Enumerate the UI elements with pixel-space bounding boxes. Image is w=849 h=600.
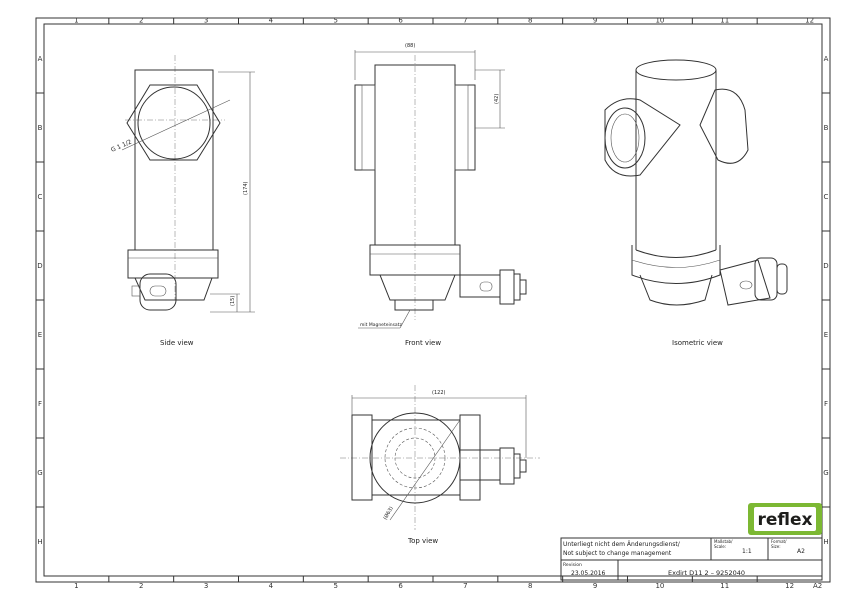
row-label: C <box>38 193 43 201</box>
column-label: 8 <box>528 582 532 590</box>
column-label: 3 <box>204 17 208 25</box>
corner-code: A2 <box>813 582 822 590</box>
hex-nut <box>126 84 221 161</box>
top-dia-dim: (Ø63) <box>382 505 395 521</box>
column-label: 6 <box>398 17 403 25</box>
front-view: (88) (42) mit Magneteinsatz Front view <box>354 43 527 347</box>
logo-text: reflex <box>757 510 812 530</box>
side-view-label: Side view <box>160 339 194 347</box>
side-bottom-dim: (15) <box>230 296 236 306</box>
column-label: 8 <box>528 17 532 25</box>
row-label: F <box>824 400 828 408</box>
column-label: 2 <box>139 17 143 25</box>
column-label: 10 <box>655 582 664 590</box>
column-label: 10 <box>655 17 664 25</box>
row-label: C <box>824 193 829 201</box>
front-width-dim: (88) <box>405 43 415 49</box>
column-label: 1 <box>74 582 78 590</box>
column-label: 4 <box>269 582 274 590</box>
column-label: 5 <box>334 17 338 25</box>
notice-de: Unterliegt nicht dem Änderungsdienst/ <box>563 541 681 548</box>
column-label: 7 <box>463 17 467 25</box>
row-label: D <box>823 262 828 270</box>
top-view: (Ø63) (122) Top view <box>340 385 540 545</box>
row-label: G <box>37 469 42 477</box>
row-label: A <box>38 55 43 63</box>
top-width-dim: (122) <box>432 390 445 396</box>
row-labels: A A B B C C D D E E F F G G H H <box>37 55 828 546</box>
column-label: 12 <box>785 582 794 590</box>
column-ticks <box>108 18 758 582</box>
row-label: G <box>823 469 828 477</box>
scale-value: 1:1 <box>742 548 752 555</box>
format-label-de: Format/ <box>771 539 787 544</box>
side-height-dim: (174) <box>243 182 249 195</box>
column-label: 11 <box>720 17 729 25</box>
scale-label-en: Scale: <box>714 544 726 549</box>
column-label: 1 <box>74 17 78 25</box>
column-label: 4 <box>269 17 274 25</box>
row-label: H <box>37 538 42 546</box>
title-block: Unterliegt nicht dem Änderungsdienst/ No… <box>560 537 823 590</box>
side-view: G 1 1/2 (174) (15) Side view <box>110 55 255 347</box>
column-label: 3 <box>204 582 208 590</box>
column-label: 5 <box>334 582 338 590</box>
row-label: H <box>823 538 828 546</box>
front-right-dim: (42) <box>494 94 500 104</box>
magnet-label: mit Magneteinsatz <box>360 322 402 328</box>
column-label: 11 <box>720 582 729 590</box>
row-label: A <box>824 55 829 63</box>
row-label: E <box>824 331 828 339</box>
thread-label: G 1 1/2 <box>110 138 133 153</box>
row-label: B <box>38 124 43 132</box>
row-label: F <box>38 400 42 408</box>
reflex-logo: reflex <box>748 503 822 535</box>
column-label: 6 <box>398 582 403 590</box>
column-label: 9 <box>593 17 597 25</box>
scale-label-de: Maßstab/ <box>714 539 733 544</box>
front-view-label: Front view <box>405 339 441 347</box>
revision-label: Revision <box>563 562 582 568</box>
revision-date: 23.05.2016 <box>571 570 606 577</box>
isometric-view: Isometric view <box>604 59 788 347</box>
row-label: E <box>38 331 42 339</box>
isometric-view-label: Isometric view <box>672 339 723 347</box>
row-label: B <box>824 124 829 132</box>
format-label-en: Size: <box>771 544 781 549</box>
drawing-id: Exdirt D11 2 – 9252040 <box>668 569 745 577</box>
format-value: A2 <box>797 548 805 555</box>
column-label: 12 <box>805 17 814 25</box>
column-label: 2 <box>139 582 143 590</box>
row-ticks <box>36 92 830 508</box>
column-label: 7 <box>463 582 467 590</box>
notice-en: Not subject to change management <box>563 550 672 557</box>
top-view-label: Top view <box>407 537 438 545</box>
row-label: D <box>37 262 42 270</box>
column-label: 9 <box>593 582 597 590</box>
